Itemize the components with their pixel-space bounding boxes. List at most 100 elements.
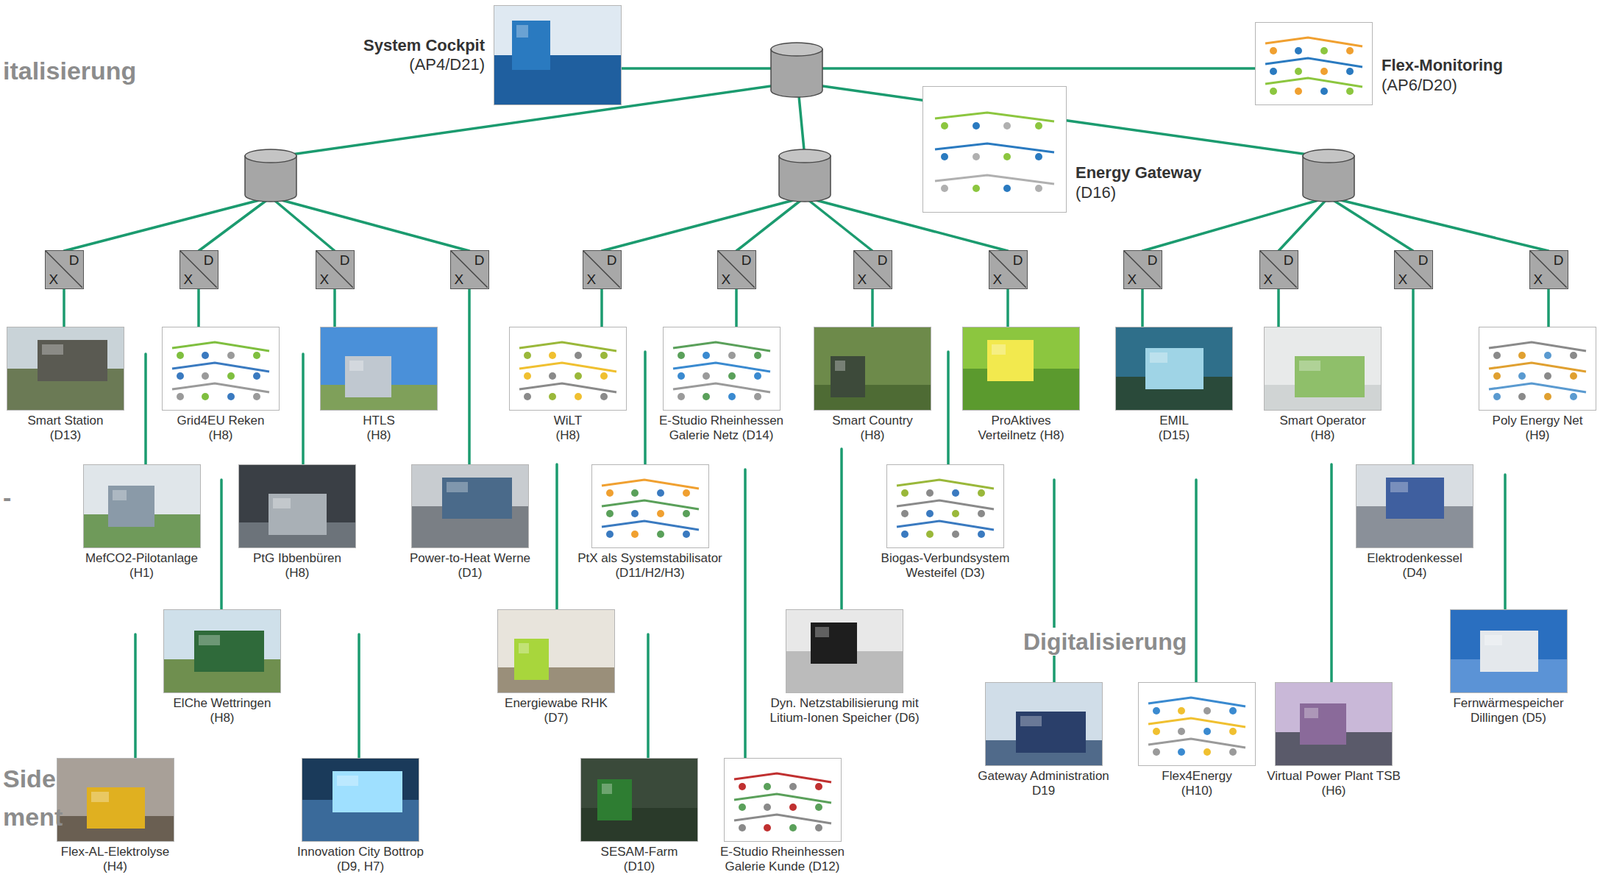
schematic-dot	[738, 782, 746, 791]
schematic-dot	[754, 372, 762, 380]
schematic-dot	[201, 392, 209, 401]
tree-line	[798, 88, 805, 158]
schematic-line	[1488, 383, 1587, 393]
schematic-dot	[574, 372, 582, 380]
schematic-dot	[1152, 727, 1161, 735]
schematic-dot	[977, 509, 986, 518]
schematic-dot	[1229, 706, 1237, 715]
photo-frame	[1274, 681, 1393, 766]
image-background	[887, 464, 1004, 548]
schematic-dot	[1229, 748, 1237, 756]
leader-line	[840, 448, 844, 610]
schematic-dot	[1518, 351, 1526, 359]
switch-box: DX	[1394, 250, 1434, 290]
schematic-dot	[754, 392, 762, 401]
project-caption: Smart Operator (H8)	[1273, 413, 1373, 443]
project-caption: Gateway Administration D19	[968, 768, 1119, 798]
schematic-dot	[926, 509, 934, 518]
schematic-line	[896, 500, 994, 510]
diagonal-stroke	[45, 250, 83, 288]
photo-frame	[238, 464, 357, 549]
project-card: WiLT (H8)	[509, 326, 627, 443]
image-background	[923, 86, 1066, 212]
schematic-dot	[631, 489, 639, 497]
schematic-dot	[1152, 748, 1161, 756]
image-object	[345, 356, 392, 398]
fan-line	[1278, 197, 1329, 251]
project-caption: Grid4EU Reken (H8)	[169, 413, 273, 443]
schematic-dot	[926, 489, 934, 497]
schematic-line	[1265, 58, 1363, 67]
project-caption: Poly Energy Net (H9)	[1485, 413, 1589, 443]
photo-frame	[662, 326, 781, 411]
output-letter: D	[1147, 253, 1158, 268]
connector	[734, 289, 738, 327]
switch-box: DX	[1259, 250, 1299, 290]
illustration	[302, 758, 419, 841]
schematic-dot	[1269, 87, 1278, 95]
connector	[62, 289, 66, 327]
platform-title: System Cockpit	[363, 36, 485, 56]
schematic-line	[1265, 37, 1363, 47]
project-card: Dyn. Netzstabilisierung mit Litium-Ionen…	[759, 609, 930, 725]
schematic-dot	[763, 823, 771, 832]
switch-box: DX	[44, 250, 84, 290]
schematic-dot	[201, 372, 209, 380]
connector	[870, 289, 874, 327]
schematic-dot	[763, 803, 771, 811]
schematic-dot	[1177, 727, 1186, 735]
illustration	[411, 464, 529, 548]
schematic-dot	[940, 184, 949, 192]
schematic-dot	[682, 509, 691, 518]
schematic-dot	[1493, 392, 1501, 401]
image-highlight	[91, 791, 109, 802]
project-caption: E-Studio Rheinhessen Galerie Kunde (D12)	[710, 844, 855, 874]
platform-card: System Cockpit(AP4/D21)	[363, 5, 622, 106]
schematic-line	[673, 342, 771, 351]
diagonal-stroke	[583, 250, 621, 288]
schematic-dot	[972, 122, 980, 130]
image-background	[1138, 682, 1255, 766]
schematic-dot	[176, 372, 184, 380]
schematic-dot	[1203, 748, 1211, 756]
project-caption: SESAM-Farm (D10)	[595, 844, 684, 874]
project-caption: Flex-AL-Elektrolyse (H4)	[54, 844, 176, 874]
platform-title: Energy Gateway	[1075, 163, 1202, 183]
schematic-line	[934, 175, 1055, 184]
output-letter: D	[1418, 253, 1429, 268]
diagonal-stroke	[1394, 250, 1432, 288]
illustration	[663, 327, 780, 410]
database-cylinder	[779, 149, 831, 202]
schematic-dot	[631, 509, 639, 518]
connector	[600, 289, 604, 327]
schematic-dot	[1518, 372, 1526, 380]
project-caption: Dyn. Netzstabilisierung mit Litium-Ionen…	[759, 695, 930, 725]
photo-frame	[1138, 681, 1256, 766]
output-letter: D	[1283, 253, 1294, 268]
project-card: PtG Ibbenbüren (H8)	[238, 464, 357, 580]
project-caption: Elektrodenkessel (D4)	[1359, 550, 1470, 580]
schematic-dot	[606, 489, 614, 497]
schematic-dot	[1035, 184, 1043, 192]
project-caption: Energiewabe RHK (D7)	[497, 695, 615, 725]
photo-frame	[161, 326, 280, 411]
connector	[197, 289, 201, 327]
illustration	[1264, 327, 1381, 410]
schematic-dot	[574, 392, 582, 401]
input-letter: X	[454, 272, 465, 287]
diagonal-stroke	[989, 250, 1027, 288]
project-caption: ElChe Wettringen (H8)	[166, 695, 278, 725]
schematic-dot	[1269, 47, 1278, 55]
project-card: Innovation City Bottrop (D9, H7)	[290, 757, 431, 874]
illustration	[57, 758, 174, 841]
schematic-dot	[600, 372, 608, 380]
schematic-dot	[972, 153, 980, 161]
image-object	[1480, 630, 1539, 672]
diagonal-stroke	[1124, 250, 1161, 288]
leader-line	[133, 634, 137, 758]
image-highlight	[518, 642, 529, 654]
project-card: E-Studio Rheinhessen Galerie Netz (D14)	[649, 326, 794, 443]
database-cylinder	[1302, 149, 1355, 202]
project-card: Smart Station (D13)	[6, 326, 125, 443]
project-caption: MefCO2-Pilotanlage (H1)	[73, 550, 210, 580]
